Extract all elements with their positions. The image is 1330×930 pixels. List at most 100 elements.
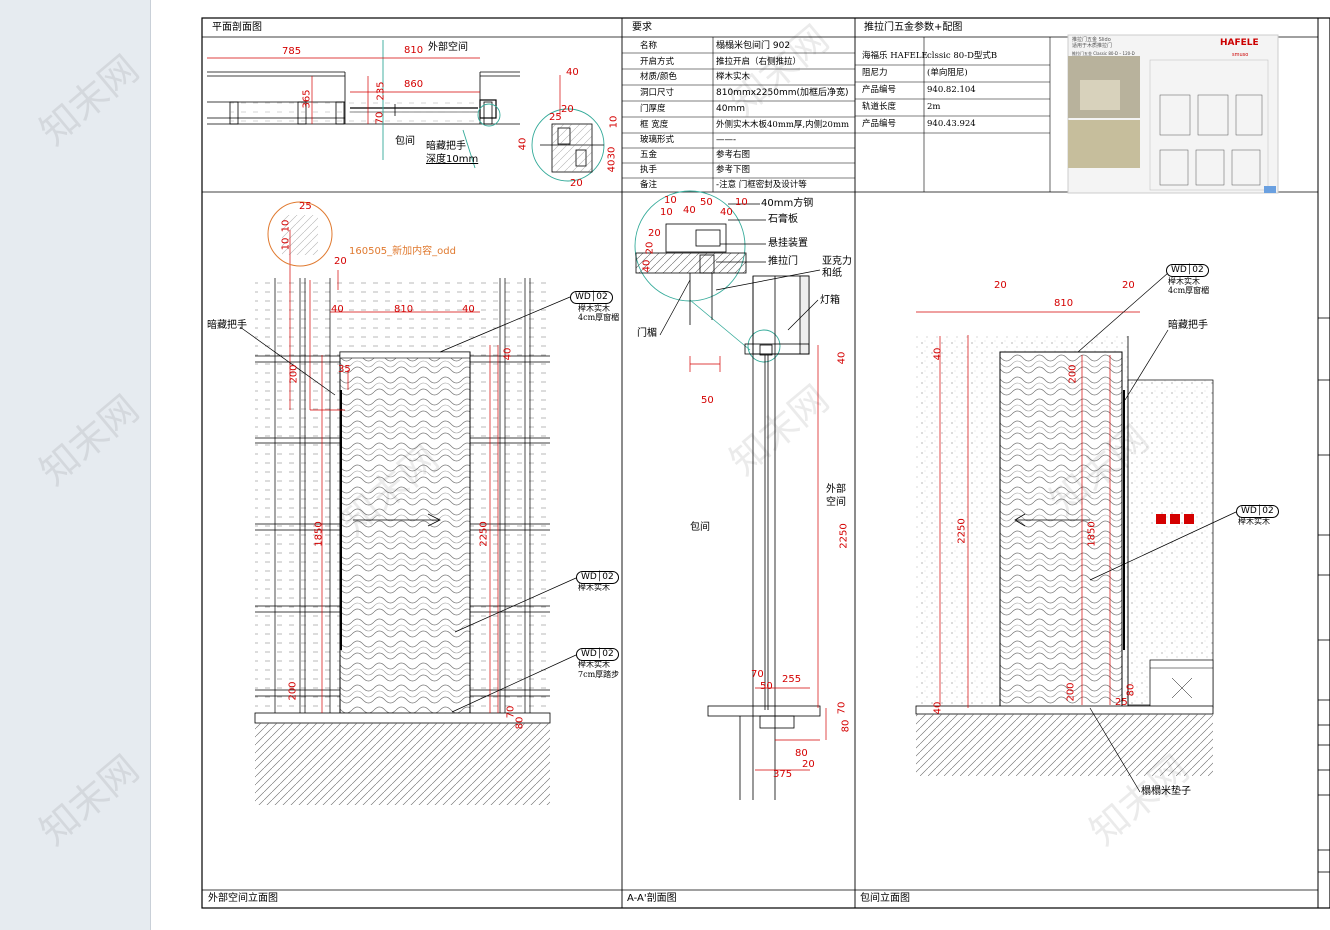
section-dim: 40 [836, 351, 848, 365]
section-dim: 255 [782, 674, 802, 685]
material-tag: WD│02 [576, 571, 619, 584]
section-dim: 20 [644, 241, 656, 255]
brochure-sub-brand: smuso [1232, 52, 1249, 58]
section-dim: 2250 [838, 523, 850, 549]
section-dim: 20 [648, 228, 661, 239]
req-label: 五金 [640, 150, 658, 160]
section-dim: 10 [735, 197, 748, 208]
section-steel-label: 40mm方钢 [761, 198, 814, 209]
plan-dim: 30 [606, 146, 618, 160]
material-tag-desc: 4cm厚窗楣 [578, 313, 620, 322]
brochure-line3: 推拉门五金 Classic 80-D – 120-D [1072, 51, 1135, 56]
req-label: 门厚度 [640, 104, 666, 114]
hw-label: 产品编号 [862, 119, 897, 129]
plan-dim: 70 [374, 111, 386, 125]
detail-dim: 10 [280, 219, 292, 233]
section-outside-label: 外部 [826, 484, 846, 495]
outside-hidden-handle-label: 暗藏把手 [207, 320, 247, 331]
elev-dim: 35 [338, 364, 351, 375]
plan-room-label: 包间 [395, 136, 415, 147]
material-tag: WD│02 [570, 291, 613, 304]
hw-label: 海福乐 HAFELE [862, 51, 928, 61]
elev-dim: 810 [394, 304, 414, 315]
material-tag-desc: 榉木实木 [1168, 277, 1200, 286]
req-label: 执手 [640, 165, 658, 175]
section-hanger-label: 悬挂装置 [768, 238, 808, 249]
hw-label: 轨道长度 [862, 102, 897, 112]
room-dim: 40 [932, 347, 944, 361]
section-gypsum-label: 石膏板 [768, 214, 798, 225]
section-lintel-label: 门楣 [637, 328, 657, 339]
panel-title-outside-elevation: 外部空间立面图 [208, 893, 278, 904]
plan-dim: 235 [375, 81, 387, 101]
room-dim: 20 [994, 280, 1007, 291]
plan-dim: 20 [561, 104, 574, 115]
plan-dim: 860 [404, 79, 424, 90]
req-label: 备注 [640, 180, 658, 190]
req-value: 推拉开启（右侧推拉） [716, 57, 802, 67]
section-dim: 10 [664, 195, 677, 206]
req-value: 810mmx2250mm(加框后净宽) [716, 88, 849, 98]
material-tag-desc: 4cm厚窗楣 [1168, 286, 1210, 295]
section-room-label: 包间 [690, 522, 710, 533]
plan-dim: 365 [301, 89, 313, 109]
req-label: 材质/颜色 [640, 72, 677, 82]
material-tag-desc: 榉木实木 [578, 583, 610, 592]
plan-dim: 40 [517, 137, 529, 151]
room-hidden-handle-label: 暗藏把手 [1168, 320, 1208, 331]
req-value: -注意 门框密封及设计等 [716, 180, 807, 190]
elev-dim: 1850 [313, 521, 325, 547]
hw-value: 940.43.924 [927, 119, 976, 129]
panel-title-section: A-A'剖面图 [627, 893, 677, 904]
hw-value: (单向阻尼) [927, 68, 968, 78]
plan-dim: 20 [570, 178, 583, 189]
panel-title-room-elevation: 包间立面图 [860, 893, 910, 904]
left-sidebar-strip [0, 0, 151, 930]
req-label: 玻璃形式 [640, 135, 675, 145]
section-dim: 40 [641, 259, 653, 273]
req-value: 外侧实木木板40mm厚,内侧20mm [716, 120, 850, 130]
brochure-line1: 推拉门五金 Slido [1072, 37, 1111, 43]
material-tag: WD│02 [576, 648, 619, 661]
section-dim: 70 [751, 669, 764, 680]
detail-dim: 25 [299, 201, 312, 212]
room-dim: 25 [1115, 697, 1128, 708]
section-dim: 50 [700, 197, 713, 208]
room-mat-label: 榻榻米垫子 [1141, 786, 1191, 797]
panel-title-plan-section: 平面剖面图 [212, 22, 262, 33]
elev-dim: 40 [331, 304, 344, 315]
section-dim: 50 [760, 681, 773, 692]
req-value: ——- [716, 135, 737, 145]
plan-dim: 25 [549, 112, 562, 123]
section-dim: 80 [795, 748, 808, 759]
section-door-label: 推拉门 [768, 256, 798, 267]
room-dim: 40 [932, 701, 944, 715]
elev-dim: 80 [514, 716, 526, 730]
req-value: 参考下图 [716, 165, 751, 175]
elev-dim: 40 [502, 347, 514, 361]
section-dim: 20 [802, 759, 815, 770]
section-paper-label: 和纸 [822, 268, 842, 279]
plan-dim: 810 [404, 45, 424, 56]
elev-dim: 20 [334, 256, 347, 267]
room-dim: 810 [1054, 298, 1074, 309]
section-dim: 50 [701, 395, 714, 406]
room-dim: 20 [1122, 280, 1135, 291]
plan-dim: 785 [282, 46, 302, 57]
req-label: 洞口尺寸 [640, 88, 675, 98]
detail-dim: 10 [280, 237, 292, 251]
section-outside-label: 空间 [826, 497, 846, 508]
panel-title-requirements: 要求 [632, 22, 652, 33]
elev-dim: 2250 [478, 521, 490, 547]
hw-label: 产品编号 [862, 85, 897, 95]
section-dim: 375 [773, 769, 793, 780]
hw-label: 阻尼力 [862, 68, 888, 78]
section-dim: 80 [840, 719, 852, 733]
plan-outside-label: 外部空间 [428, 42, 468, 53]
material-tag-desc: 榉木实木 [1238, 517, 1270, 526]
hw-value: clssic 80-D型式B [927, 51, 998, 61]
req-value: 榉木实木 [716, 72, 751, 82]
section-dim: 40 [720, 207, 733, 218]
req-value: 参考右图 [716, 150, 751, 160]
